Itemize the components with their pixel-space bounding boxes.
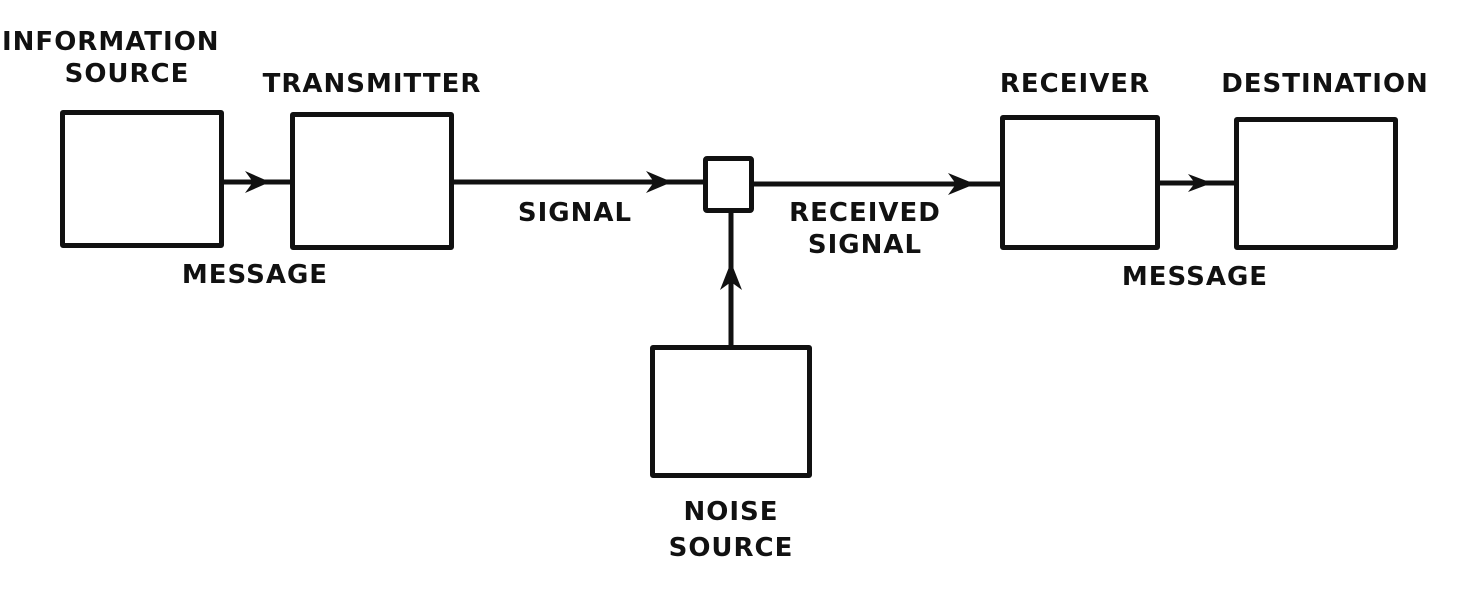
arrowhead-message-right	[1188, 174, 1212, 192]
transmitter-box	[290, 112, 454, 250]
arrowhead-signal	[646, 171, 672, 193]
message-label-right: MESSAGE	[1121, 262, 1269, 292]
arrowhead-received-signal	[948, 173, 975, 195]
transmitter-label: TRANSMITTER	[262, 69, 482, 99]
message-label-left: MESSAGE	[181, 260, 329, 290]
noise-source-label-line-2: SOURCE	[668, 533, 794, 563]
receiver-box	[1000, 115, 1160, 250]
noise-source-box	[650, 345, 812, 478]
received-signal-label-line-1: RECEIVED	[789, 198, 941, 228]
destination-box	[1234, 117, 1398, 250]
receiver-label: RECEIVER	[999, 69, 1151, 99]
arrowhead-message-left	[245, 171, 270, 193]
destination-label: DESTINATION	[1221, 69, 1429, 99]
arrowhead-noise	[720, 262, 742, 290]
noise-source-label-line-1: NOISE	[683, 497, 779, 527]
noise-junction-box	[703, 156, 754, 213]
signal-label: SIGNAL	[517, 198, 633, 228]
information-source-box	[60, 110, 224, 248]
noise-source-label: NOISE SOURCE	[631, 496, 831, 564]
information-source-label-line-1: INFORMATION	[2, 27, 220, 57]
received-signal-label-line-2: SIGNAL	[807, 230, 923, 260]
information-source-label-line-2: SOURCE	[64, 59, 190, 89]
information-source-label: INFORMATION SOURCE	[0, 26, 270, 90]
received-signal-label: RECEIVED SIGNAL	[765, 197, 965, 261]
